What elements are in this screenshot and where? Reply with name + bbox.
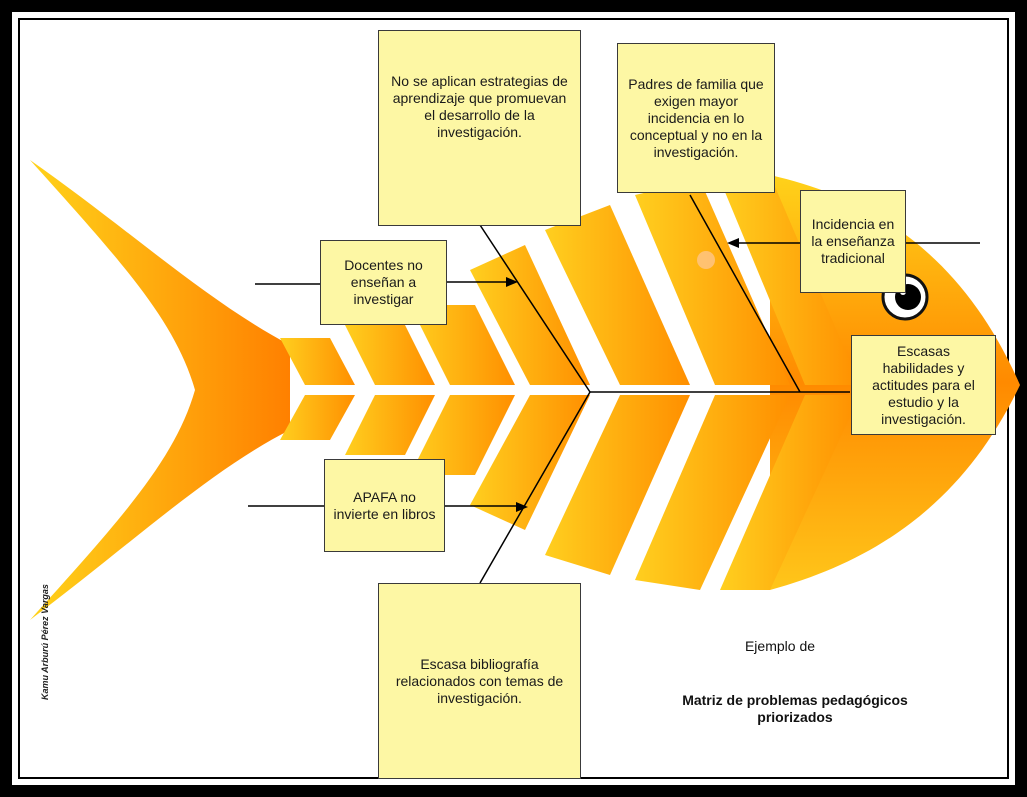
arrow-head [506,277,518,287]
body-segment [280,338,355,385]
body-segment [545,395,690,575]
caption-title: Matriz de problemas pedagógicos prioriza… [682,692,908,725]
caption-intro: Ejemplo de [744,638,816,654]
body-segment [470,395,590,530]
body-segment [635,180,790,385]
fish-tail [30,160,290,620]
body-segment [470,245,590,385]
author-credit: Kamu Arburú Pérez Vargas [40,584,50,700]
cause-line-bottom [479,391,591,584]
body-segment [410,395,515,475]
cause-line-top-left [479,224,591,393]
note-head: Escasas habilidades y actitudes para el … [851,335,996,435]
body-segment [280,395,355,440]
note-bottom: Escasa bibliografía relacionados con tem… [378,583,581,779]
body-segment [410,305,515,385]
body-highlight [697,251,715,269]
arrow-head [727,238,739,248]
body-segment [345,325,435,385]
body-segment [635,395,790,590]
note-lower-left: APAFA no invierte en libros [324,459,445,552]
body-segment [720,175,860,385]
note-top-left: No se aplican estrategias de aprendizaje… [378,30,581,226]
note-upper-right: Incidencia en la enseñanza tradicional [800,190,906,293]
arrow-head [516,502,528,512]
note-upper-left: Docentes no enseñan a investigar [320,240,447,325]
cause-line-top-right [689,194,801,393]
body-segment [345,395,435,455]
body-segment [720,395,860,590]
body-segment [545,205,690,385]
note-top-right: Padres de familia que exigen mayor incid… [617,43,775,193]
